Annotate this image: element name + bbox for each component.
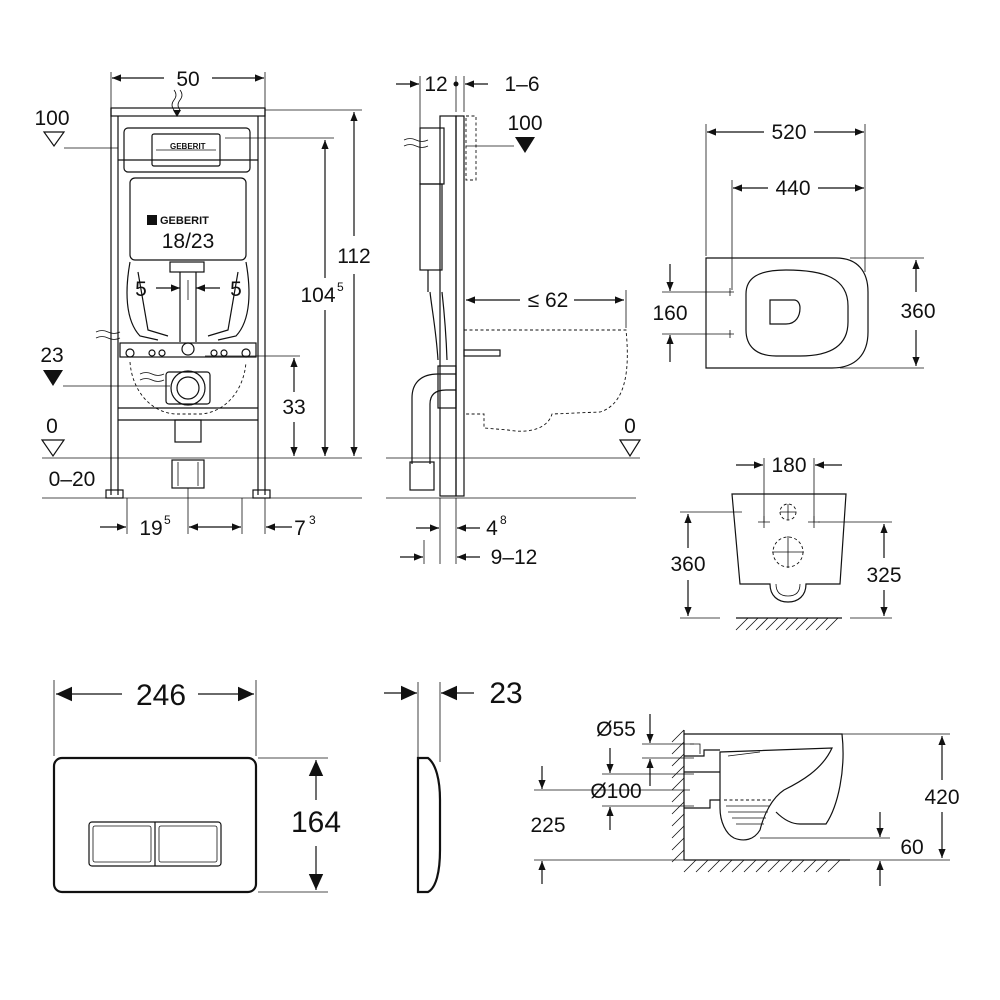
section-wall (671, 729, 850, 873)
distance-b-label: 7 (294, 517, 306, 540)
offset-left-label: 5 (135, 278, 147, 301)
dimension-projection: ≤ 62 (466, 289, 627, 328)
projection-label: ≤ 62 (528, 289, 569, 312)
dimension-back-height: 360 (670, 511, 742, 619)
height-mount-label: 104 (300, 284, 335, 307)
distance-a-sup: 5 (164, 513, 171, 527)
plate-width-label: 246 (136, 679, 186, 712)
dimension-plate-width: 246 (53, 679, 257, 756)
outlet-dia-label: Ø100 (590, 780, 641, 803)
flush-plate-body (52, 756, 258, 894)
side-frame (403, 115, 628, 497)
depth-a-label: 4 (486, 517, 498, 540)
dimension-height-mount: 104 5 (225, 137, 344, 456)
dimension-bottom: 19 5 7 3 (100, 488, 316, 540)
hole-to-front-label: 440 (775, 177, 810, 200)
dimension-section-height: 420 (842, 733, 960, 861)
distance-a-label: 19 (139, 517, 162, 540)
offset-right-label: 5 (230, 278, 242, 301)
dimension-back-hole-spacing: 180 (736, 454, 842, 522)
dimension-width: 50 (110, 68, 266, 110)
dimension-height-drain: 33 (205, 355, 306, 456)
rim-depth-label: 60 (900, 836, 923, 859)
height-mount-sup: 5 (337, 280, 344, 294)
back-hole-spacing-label: 180 (771, 454, 806, 477)
bowl-top-view: 520 440 160 360 (652, 121, 936, 369)
hole-spacing-label: 160 (652, 302, 687, 325)
flush-plate-front: 246 164 (52, 679, 341, 894)
flush-level-label: 100 (34, 107, 69, 130)
plate-depth-label: 23 (489, 677, 522, 710)
side-view: 12 1–6 100 (386, 73, 642, 569)
dimension-bowl-length: 520 (705, 121, 866, 272)
side-flush-level-label: 100 (507, 112, 542, 135)
floor-adjust-label: 0–20 (49, 468, 96, 491)
dimension-outlet: Ø100 (590, 748, 694, 830)
dimension-bowl-width: 360 (840, 257, 936, 369)
back-floor (735, 617, 842, 631)
depth-frame-label: 12 (424, 73, 447, 96)
flush-button-large[interactable] (158, 825, 218, 863)
inlet-dia-label: Ø55 (596, 718, 636, 741)
dimension-height-total: 112 (265, 109, 371, 456)
back-height-label: 360 (670, 553, 705, 576)
side-floor-level-label: 0 (624, 415, 636, 438)
dimension-plate-height: 164 (258, 757, 341, 893)
depth-b-label: 9–12 (491, 546, 538, 569)
plate-height-label: 164 (291, 806, 341, 839)
width-label: 50 (176, 68, 199, 91)
connection-level-label: 23 (40, 344, 63, 367)
flush-button-small[interactable] (92, 825, 152, 863)
bowl-section: Ø55 Ø100 225 420 (530, 714, 960, 886)
spacing-label: 18/23 (162, 230, 215, 253)
section-bowl (684, 733, 844, 841)
section-height-label: 420 (924, 786, 959, 809)
bowl-width-label: 360 (900, 300, 935, 323)
bowl-back-outline (731, 493, 847, 603)
level-connection: 23 (40, 344, 170, 387)
outlet-height-label: 225 (530, 814, 565, 837)
bowl-top-outline (705, 257, 869, 369)
floor-level-label: 0 (46, 415, 58, 438)
height-total-label: 112 (337, 245, 370, 268)
wall-range-label: 1–6 (504, 73, 539, 96)
level-side-floor: 0 (386, 415, 642, 499)
dimension-outlet-height: 225 (530, 766, 690, 884)
depth-a-sup: 8 (500, 513, 507, 527)
bowl-length-label: 520 (771, 121, 806, 144)
front-view: 50 GEBERIT GEBERIT 18/23 (34, 68, 370, 540)
installation-frame: GEBERIT GEBERIT 18/23 (95, 89, 271, 499)
dimension-side-bottom: 4 8 9–12 (400, 498, 537, 569)
flush-plate-side: 23 (384, 677, 523, 894)
cistern-brand: GEBERIT (160, 215, 209, 227)
dimension-side-top: 12 1–6 (396, 73, 540, 128)
cistern-brand-small: GEBERIT (170, 142, 206, 151)
dimension-hole-spacing: 160 (652, 264, 726, 362)
height-drain-label: 33 (282, 396, 305, 419)
level-side-flush: 100 (466, 112, 543, 153)
dimension-inlet: Ø55 (596, 714, 694, 786)
distance-b-sup: 3 (309, 513, 316, 527)
dimension-hole-to-front: 440 (731, 177, 864, 290)
level-floor: 0 0–20 (40, 415, 362, 499)
dimension-rim-depth: 60 (760, 812, 924, 886)
bowl-back-view: 180 360 325 (670, 454, 902, 631)
back-drain-label: 325 (866, 564, 901, 587)
dimension-offsets: 5 5 (135, 278, 242, 301)
dimension-back-drain: 325 (818, 521, 902, 619)
level-flush: 100 (34, 107, 118, 149)
